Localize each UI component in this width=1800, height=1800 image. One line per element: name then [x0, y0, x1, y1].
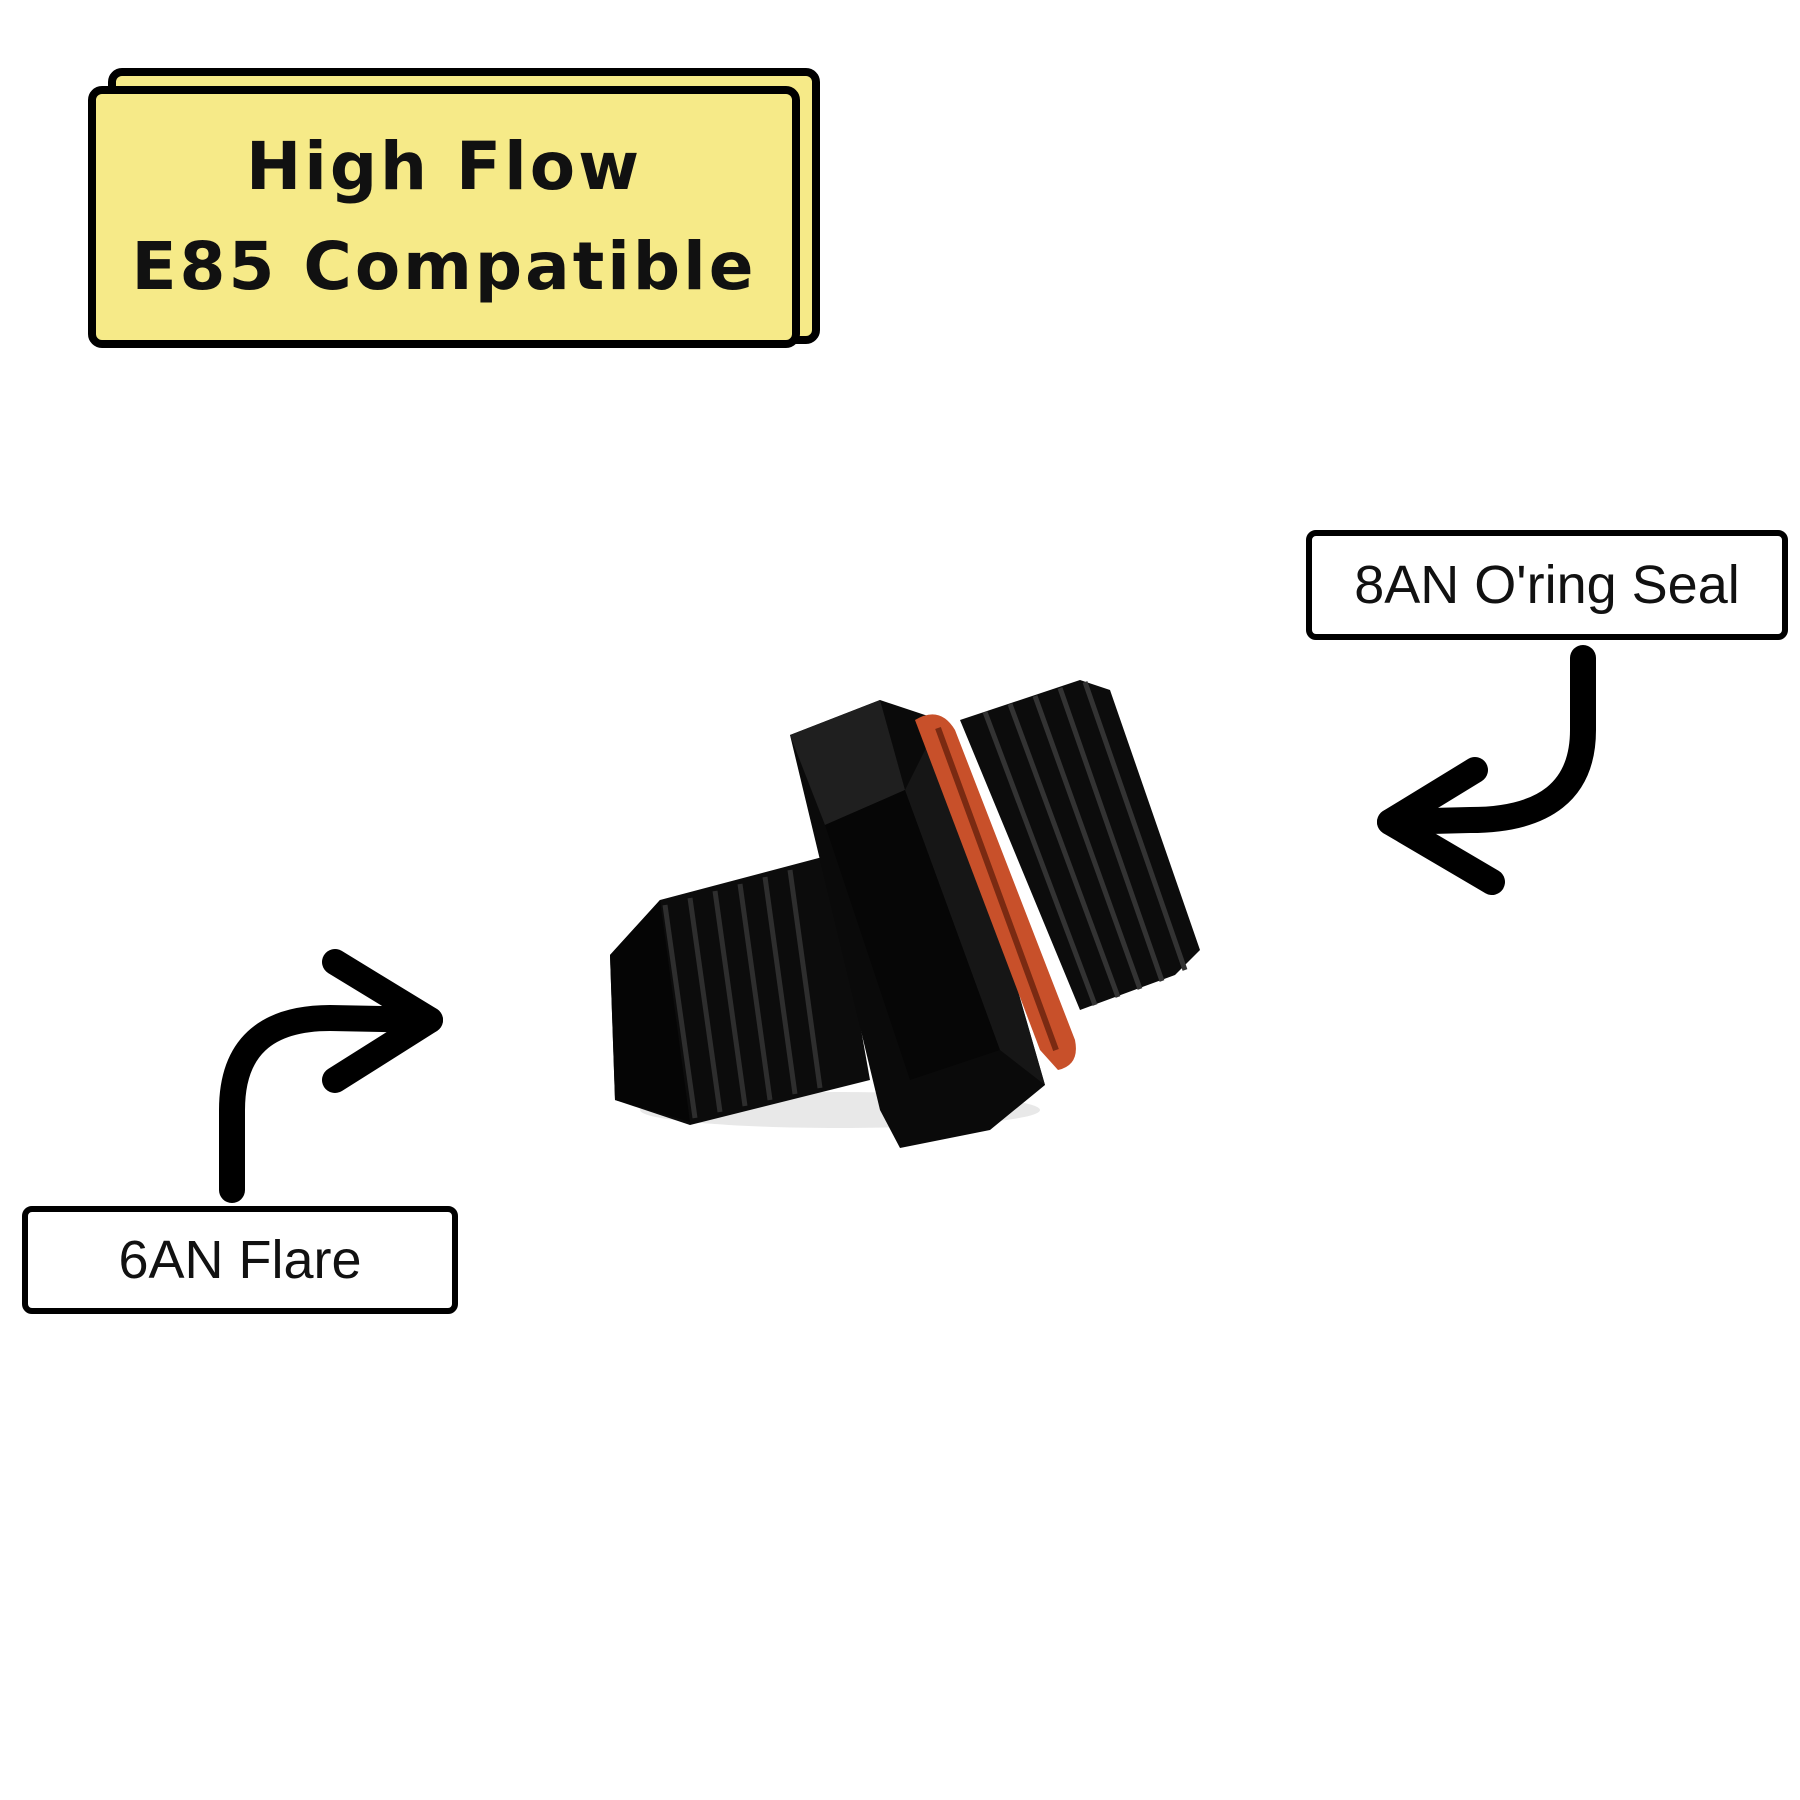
feature-badge: High Flow E85 Compatible — [88, 86, 800, 348]
callout-oring-seal-text: 8AN O'ring Seal — [1354, 555, 1740, 615]
callout-flare: 6AN Flare — [22, 1206, 458, 1314]
arrow-to-flare-icon — [219, 949, 443, 1203]
callout-flare-text: 6AN Flare — [118, 1230, 362, 1290]
arrow-to-oring-icon — [1377, 645, 1596, 895]
an-fitting-image — [610, 680, 1200, 1148]
callout-oring-seal: 8AN O'ring Seal — [1306, 530, 1788, 640]
badge-line-e85: E85 Compatible — [131, 228, 757, 305]
badge-line-high-flow: High Flow — [245, 128, 643, 205]
